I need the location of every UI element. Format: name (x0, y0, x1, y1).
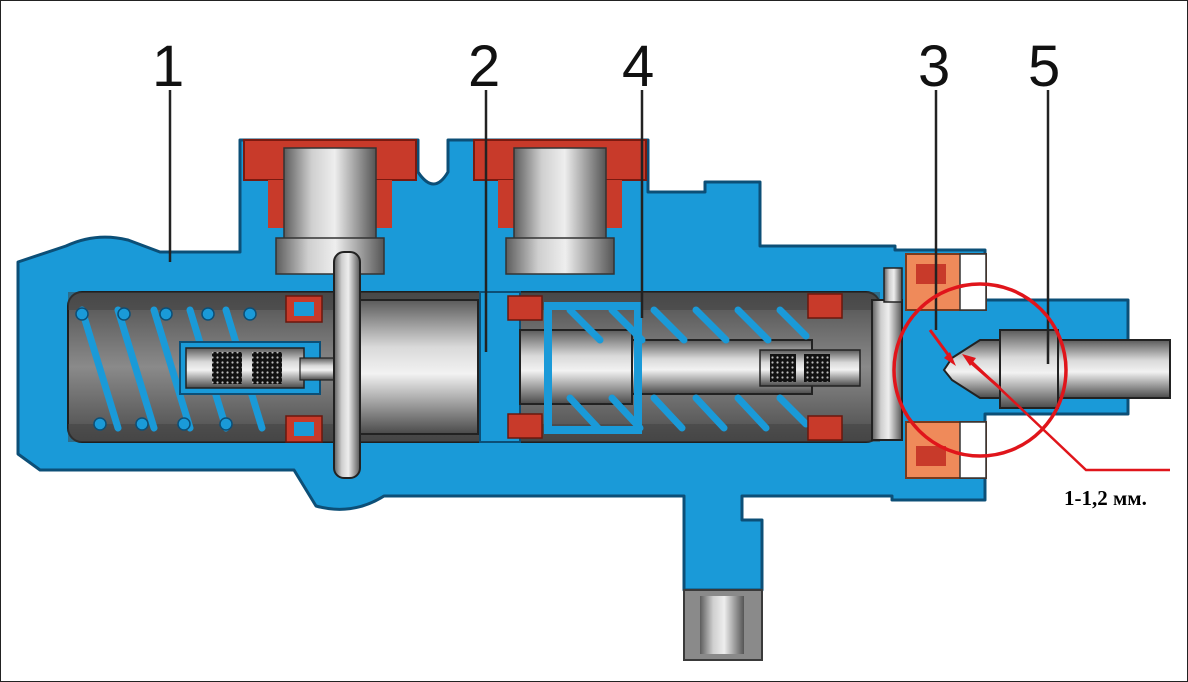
clearance-value: 1-1,2 мм. (1064, 486, 1147, 510)
secondary-return-spring (566, 306, 810, 432)
primary-valve-cage (179, 341, 337, 395)
label-part-5: 5 (1028, 34, 1060, 99)
clearance-highlight (892, 282, 1170, 472)
reservoir-port-right (473, 139, 647, 275)
secondary-valve-cage (759, 293, 861, 441)
label-part-2: 2 (468, 34, 500, 99)
stop-pin (333, 251, 361, 479)
reservoir-port-left (243, 139, 417, 275)
label-part-3: 3 (918, 34, 950, 99)
clearance-leader (971, 361, 1170, 472)
label-part-4: 4 (622, 34, 654, 99)
push-rod (942, 329, 1171, 409)
gap-arrowhead-b (962, 354, 976, 366)
primary-piston (285, 295, 479, 443)
gap-arrowhead-a (944, 352, 956, 366)
highlight-circle (892, 282, 1068, 458)
label-part-1: 1 (152, 34, 184, 99)
